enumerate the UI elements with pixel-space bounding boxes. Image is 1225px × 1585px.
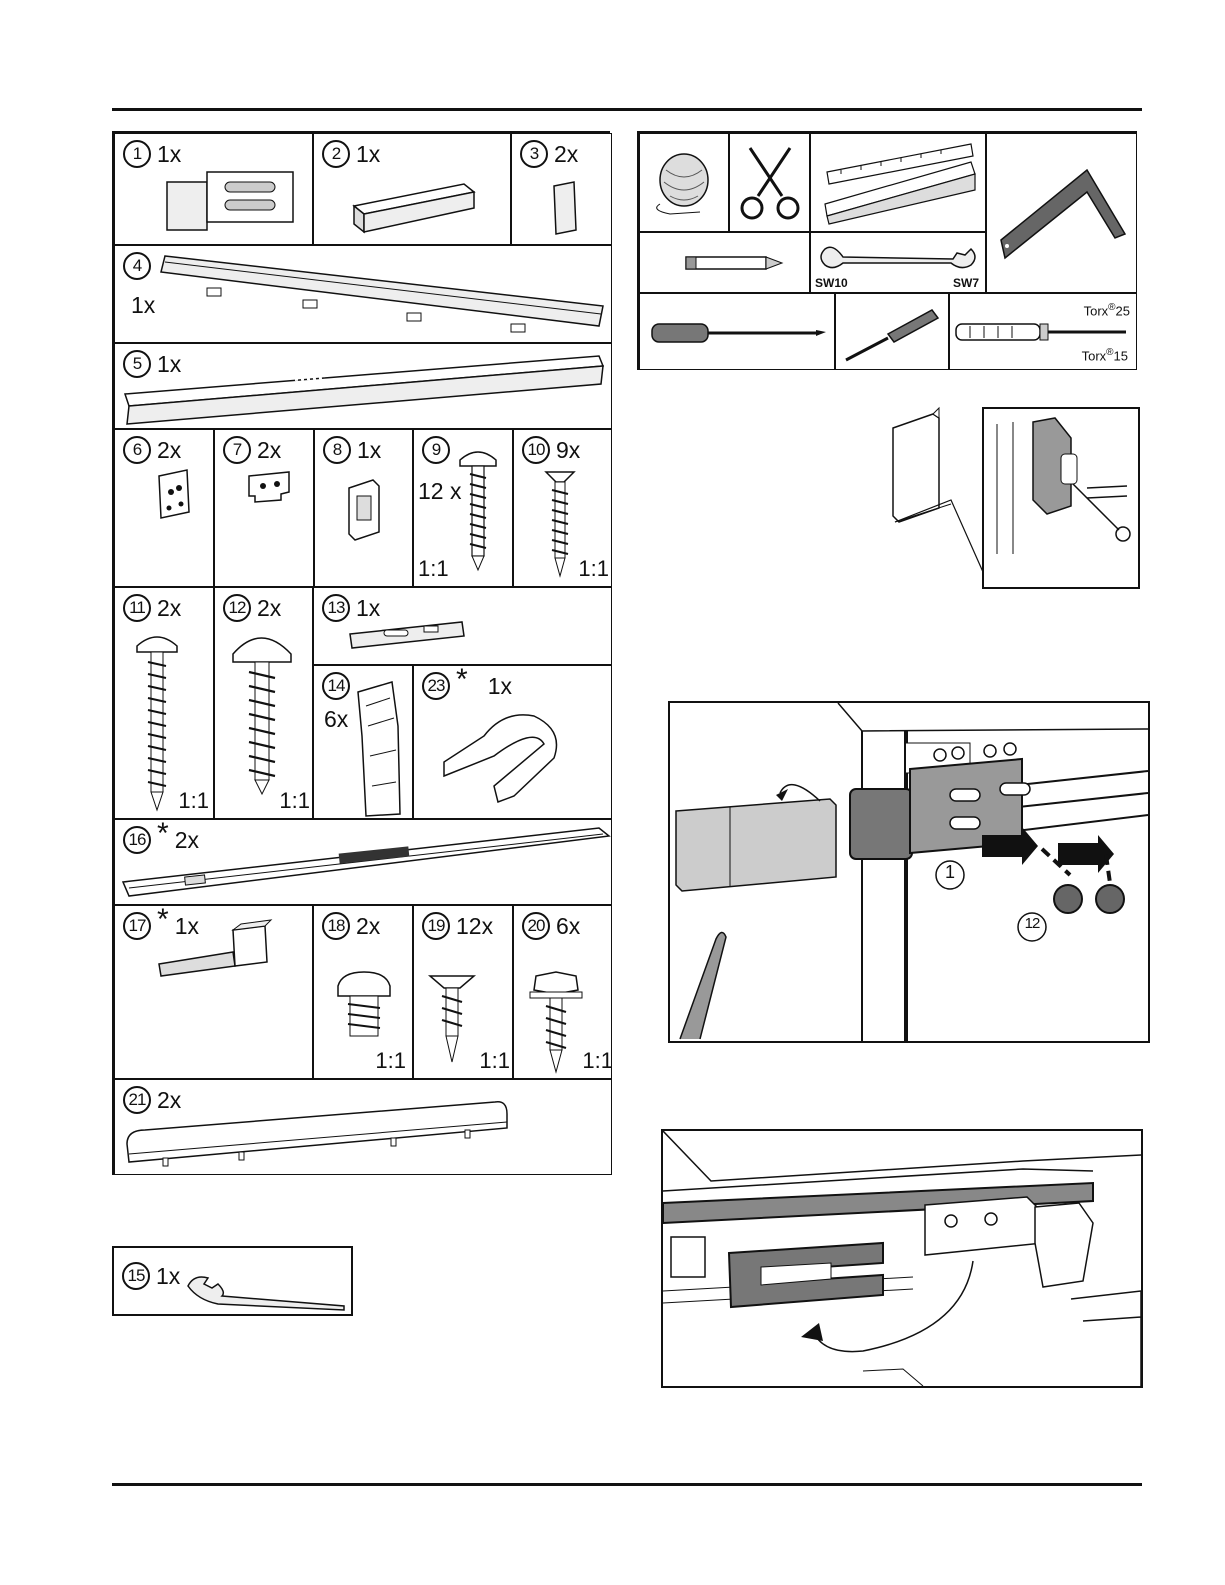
part-14-cell: 14 6x	[313, 665, 413, 819]
tool-twine-cell	[639, 133, 729, 232]
cable-holder-icon	[314, 666, 413, 819]
tool-small-screwdriver-cell	[835, 293, 949, 370]
torx-top-size: 25	[1116, 303, 1130, 318]
cover-strip-icon	[314, 134, 511, 245]
twine-icon	[640, 134, 729, 232]
tool-pencil-cell	[639, 232, 810, 293]
torx-top-label: Torx®25	[1084, 302, 1130, 318]
bottom-rule	[112, 1483, 1142, 1486]
pencil-icon	[640, 233, 810, 293]
tools-panel: SW10 SW7 Torx®25 Torx®15	[637, 131, 1137, 370]
rail-slide-illustration	[663, 1131, 1141, 1386]
flat-screwdriver-icon	[640, 294, 835, 370]
wide-head-screw-icon	[215, 588, 313, 819]
angle-strip-icon	[115, 344, 612, 429]
l-bracket-icon	[115, 906, 313, 1079]
callout-part-1: 1	[938, 862, 962, 883]
toothed-rail-icon	[115, 820, 612, 905]
part-17-cell: 17*1x	[114, 905, 313, 1079]
small-screwdriver-icon	[836, 294, 949, 370]
hex-flange-screw-icon	[514, 906, 612, 1079]
long-rail-icon	[115, 246, 612, 343]
torx-bottom-reg: ®	[1106, 347, 1113, 358]
tool-torx-screwdriver-cell: Torx®25 Torx®15	[949, 293, 1137, 370]
tool-folding-rule-cell	[810, 133, 986, 232]
tool-set-square-cell	[986, 133, 1137, 293]
adjustment-key-icon	[114, 1248, 355, 1318]
figure-corner-detail	[887, 404, 1141, 589]
torx-bottom-label: Torx®15	[1082, 347, 1128, 363]
u-bracket-clamp-icon	[414, 666, 612, 819]
part-9-cell: 9 12 x 1:1	[413, 429, 513, 587]
torx-top-text: Torx	[1084, 303, 1109, 318]
tool-wrench-cell: SW10 SW7	[810, 232, 986, 293]
folding-rule-icon	[811, 134, 986, 232]
long-pan-head-screw-icon	[115, 588, 214, 819]
set-square-icon	[987, 134, 1137, 293]
flat-head-screw-icon	[414, 906, 513, 1079]
part-5-cell: 51x	[114, 343, 612, 429]
wrench-size-right: SW7	[953, 276, 979, 290]
torx-top-reg: ®	[1108, 302, 1115, 313]
countersunk-screw-icon	[514, 430, 612, 587]
tool-scissors-cell	[729, 133, 810, 232]
callout-part-12: 12	[1018, 915, 1046, 932]
hinge-bracket-icon	[215, 430, 314, 587]
scissors-icon	[730, 134, 810, 232]
small-clip-icon	[512, 134, 612, 245]
part-13-cell: 131x	[313, 587, 612, 665]
part-4-cell: 4 1x	[114, 245, 612, 343]
hex-bolt-short-icon	[314, 906, 413, 1079]
wrench-size-left: SW10	[815, 276, 848, 290]
part-8-cell: 81x	[314, 429, 413, 587]
end-cap-profile-icon	[115, 1080, 612, 1175]
part-23-cell: 23*1x	[413, 665, 612, 819]
torx-bottom-size: 15	[1114, 348, 1128, 363]
bracket-plate-icon	[115, 430, 214, 587]
extension-mounting-illustration	[670, 703, 1148, 1041]
corner-detail-illustration	[887, 404, 1141, 589]
u-clip-icon	[315, 430, 413, 587]
pan-head-screw-icon	[414, 430, 513, 587]
figure-extension-mounting: 1 12	[668, 701, 1150, 1043]
extension-plate-icon	[115, 134, 313, 245]
torx-bottom-text: Torx	[1082, 348, 1107, 363]
top-rule	[112, 108, 1142, 111]
figure-rail-slide	[661, 1129, 1143, 1388]
slotted-bar-icon	[314, 588, 612, 665]
part-16-cell: 16*2x	[114, 819, 612, 905]
tool-flat-screwdriver-cell	[639, 293, 835, 370]
